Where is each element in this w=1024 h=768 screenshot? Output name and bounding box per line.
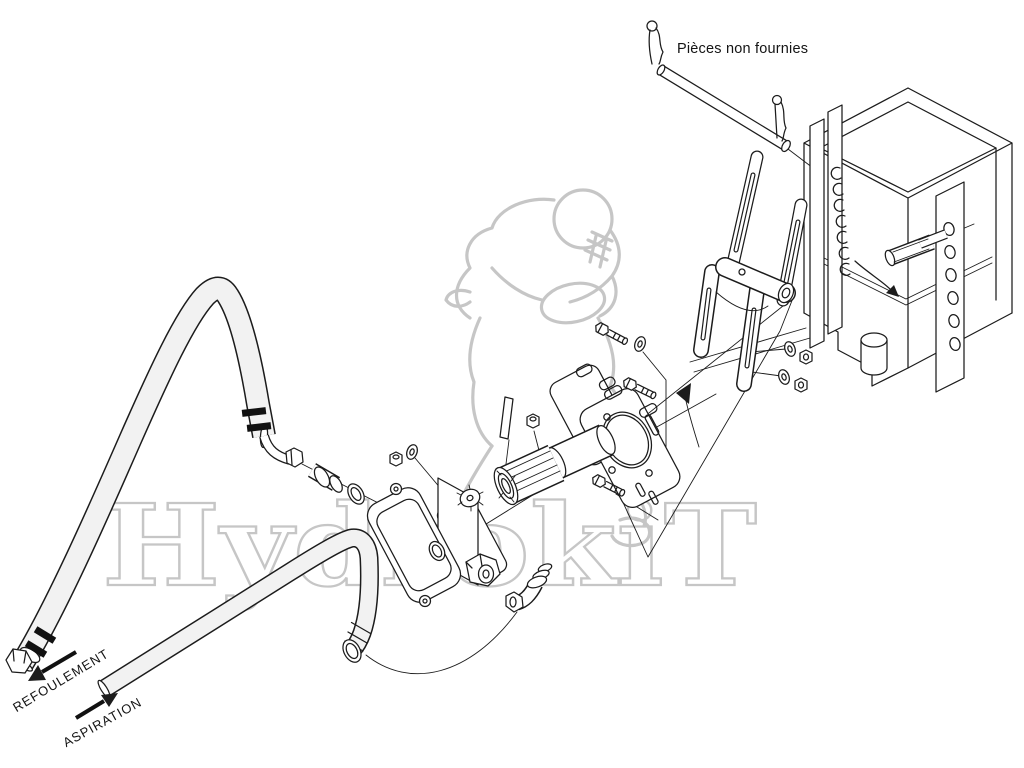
o-ring-washer bbox=[347, 483, 365, 505]
pump-nut-washer bbox=[389, 444, 418, 467]
pump-splined-stub bbox=[456, 484, 484, 512]
suction-arrow-icon bbox=[74, 693, 118, 720]
elbow-barb-fitting bbox=[505, 563, 553, 613]
discharge-arrow-icon bbox=[28, 650, 78, 681]
linch-pin-rod bbox=[656, 64, 791, 153]
cylinder-boss bbox=[860, 332, 888, 376]
hose-end-fitting bbox=[5, 646, 41, 674]
mounting-bolt bbox=[623, 377, 657, 400]
set-screw bbox=[526, 413, 540, 429]
pto-splined-shaft bbox=[884, 229, 948, 267]
hole-column bbox=[943, 221, 961, 352]
r-clip-icon bbox=[646, 20, 664, 65]
label-pieces-non-fournies: Pièces non fournies bbox=[677, 41, 809, 57]
tank-frame bbox=[803, 87, 1013, 393]
suction-hose bbox=[97, 528, 379, 699]
mounting-bolt bbox=[595, 322, 629, 346]
shaft-key bbox=[499, 396, 514, 440]
discharge-hose bbox=[5, 276, 304, 674]
washer bbox=[634, 336, 646, 352]
assembly-direction-arrow bbox=[676, 383, 700, 448]
rotation-arrow bbox=[854, 260, 899, 297]
hook-slots bbox=[830, 166, 851, 276]
mounting-bolt bbox=[592, 474, 626, 497]
port-plug bbox=[465, 553, 501, 587]
support-bracket bbox=[693, 257, 796, 392]
hose-fitting-nut bbox=[285, 447, 304, 468]
splined-coupler bbox=[493, 424, 616, 506]
washers-and-nuts bbox=[778, 341, 813, 393]
hose-adapter bbox=[307, 463, 343, 493]
r-clip-icon bbox=[771, 94, 787, 142]
